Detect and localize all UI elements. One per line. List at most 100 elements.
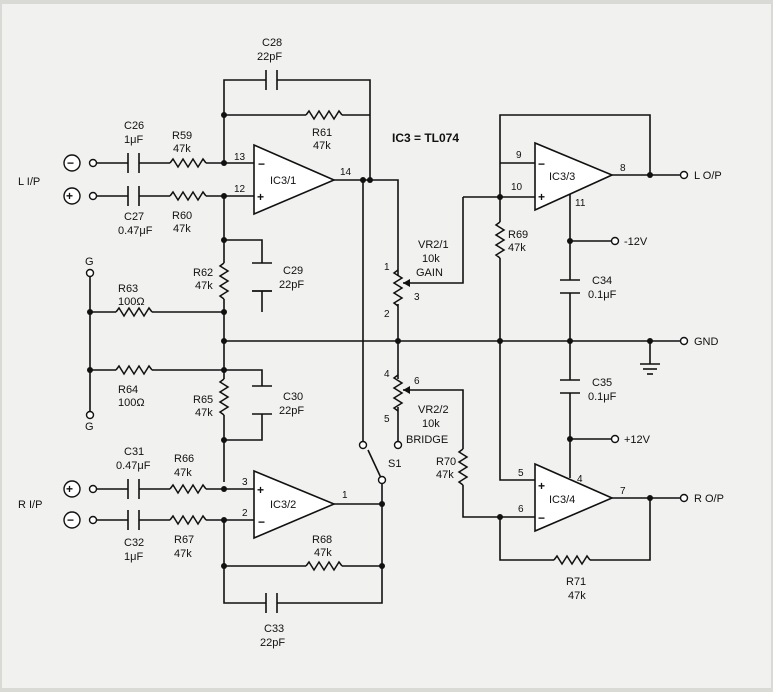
ic33-pin-inv: 9 [516,150,522,161]
c27-value: 0.47μF [118,225,153,237]
vr22-pin5: 5 [384,414,390,425]
opamp-ic32: + − IC3/2 3 2 1 [242,469,348,540]
r66-name: R66 [174,453,194,465]
r70-name: R70 [436,456,456,468]
c35-value: 0.1μF [588,391,617,403]
c26-value: 1μF [124,134,143,146]
terminal-r-ip: + − R I/P [18,480,98,529]
ic31-pin-noninv: 12 [234,184,246,195]
svg-text:−: − [67,513,74,527]
r-op-label: R O/P [694,493,724,505]
r60-value: 47k [173,223,191,235]
switch-s1: S1 [358,440,403,485]
r59-name: R59 [172,130,192,142]
vr21-pin2: 2 [384,309,390,320]
ic33-pin-supply: 11 [575,198,586,209]
c31-name: C31 [124,446,144,458]
ic31-pin-inv: 13 [234,152,246,163]
c28-value: 22pF [257,51,282,63]
pos12-label: +12V [624,434,651,446]
vr21-value: 10k [422,253,440,265]
r63-value: 100Ω [118,296,145,308]
r-ip-label: R I/P [18,499,42,511]
ic34-label: IC3/4 [549,494,575,506]
resistor-r64: R64 100Ω [115,365,153,409]
resistor-r62: R62 47k [193,262,229,300]
resistor-r70: R70 47k [436,448,468,486]
r59-value: 47k [173,143,191,155]
c28-name: C28 [262,37,282,49]
ic31-pin-out: 14 [340,167,352,178]
svg-text:+: + [257,190,264,204]
c34-value: 0.1μF [588,289,617,301]
vr22-pin4: 4 [384,369,390,380]
vr22-pin6: 6 [414,376,420,387]
c30-name: C30 [283,391,303,403]
r69-value: 47k [508,242,526,254]
capacitor-c27: C27 0.47μF [118,186,153,237]
l-op-label: L O/P [694,170,722,182]
ic33-pin-noninv: 10 [511,182,523,193]
r70-value: 47k [436,469,454,481]
c26-name: C26 [124,120,144,132]
resistor-r67: R67 47k [169,515,207,560]
opamp-ic33: − + IC3/3 9 10 8 11 [511,141,626,212]
ic34-pin-inv: 6 [518,504,524,515]
capacitor-c34: C34 0.1μF [560,275,617,301]
resistor-r60: R60 47k [169,191,207,235]
gnd-label: GND [694,336,719,348]
terminal-l-ip: − + L I/P [18,154,98,205]
ic34-pin-noninv: 5 [518,468,524,479]
resistor-r59: R59 47k [169,130,207,168]
c31-value: 0.47μF [116,460,151,472]
resistor-r66: R66 47k [169,453,207,494]
svg-text:+: + [257,483,264,497]
vr21-pin1: 1 [384,262,390,273]
potentiometer-vr21: VR2/1 10k GAIN 1 2 3 [384,239,449,320]
c29-name: C29 [283,265,303,277]
vr22-label: BRIDGE [406,434,448,446]
r69-name: R69 [508,229,528,241]
svg-text:−: − [538,157,545,171]
ic31-label: IC3/1 [270,175,296,187]
c29-value: 22pF [279,279,304,291]
ic32-pin-out: 1 [342,490,348,501]
resistor-r61: R61 47k [305,110,343,152]
r67-value: 47k [174,548,192,560]
terminal-outputs: L O/P R O/P GND -12V +12V [610,170,724,505]
r61-value: 47k [313,140,331,152]
svg-text:−: − [258,515,265,529]
r62-name: R62 [193,267,213,279]
c30-value: 22pF [279,405,304,417]
vr21-label: GAIN [416,267,443,279]
vr21-pin3: 3 [414,292,420,303]
svg-text:−: − [538,511,545,525]
vr22-value: 10k [422,418,440,430]
capacitor-c31: C31 0.47μF [116,446,151,499]
ic32-label: IC3/2 [270,499,296,511]
paper [2,4,771,688]
junction-dots [87,112,653,569]
g-top-label: G [85,256,94,268]
resistor-r65: R65 47k [193,378,229,419]
r64-name: R64 [118,384,138,396]
r68-name: R68 [312,534,332,546]
r62-value: 47k [195,280,213,292]
resistor-r71: R71 47k [553,555,591,602]
r65-value: 47k [195,407,213,419]
c33-value: 22pF [260,637,285,649]
c33-name: C33 [264,623,284,635]
ic33-label: IC3/3 [549,171,575,183]
svg-text:+: + [66,482,73,496]
neg12-label: -12V [624,236,648,248]
terminal-g: G G [85,256,95,433]
c27-name: C27 [124,211,144,223]
resistor-r68: R68 47k [305,534,343,571]
svg-text:+: + [538,190,545,204]
c32-value: 1μF [124,551,143,563]
ic-title: IC3 = TL074 [392,131,459,145]
c35-name: C35 [592,377,612,389]
r64-value: 100Ω [118,397,145,409]
capacitor-c35: C35 0.1μF [560,377,617,403]
